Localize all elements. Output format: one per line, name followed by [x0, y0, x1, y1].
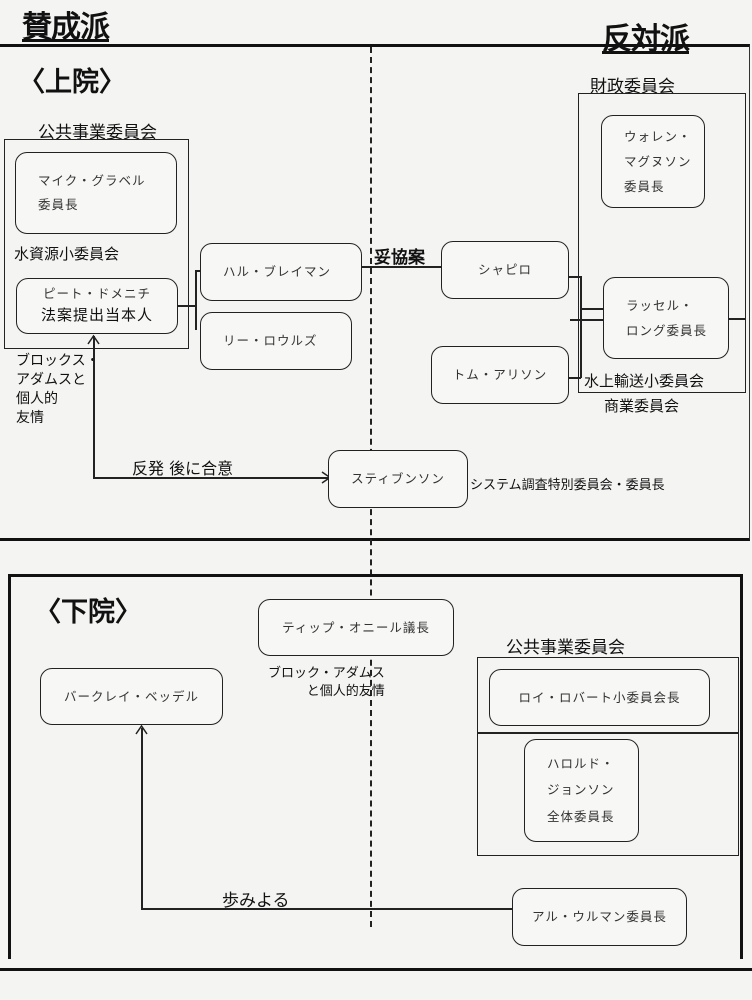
stevenson-role-note: システム調査特別委員会・委員長 [470, 478, 665, 493]
node-tom-allison[interactable]: トム・アリソン [431, 346, 569, 404]
connector-domenici-stevenson-vertical [93, 336, 95, 478]
node-warren-magnuson[interactable]: ウォレン・ マグヌソン 委員長 [601, 115, 705, 208]
water-transport-subcommittee-label: 水上輸送小委員会 [584, 372, 705, 390]
connector-to-long [570, 319, 604, 321]
node-stevenson[interactable]: スティブンソン [328, 450, 468, 508]
domenici-name: ピート・ドメニチ [42, 286, 151, 302]
node-hal-brayman[interactable]: ハル・ブレイマン [200, 243, 362, 301]
commerce-committee-label: 商業委員会 [604, 397, 680, 415]
senate-title: 〈上院〉 [18, 67, 126, 98]
node-lee-rawls[interactable]: リー・ロウルズ [200, 312, 352, 370]
house-title: 〈下院〉 [34, 597, 142, 628]
finance-committee-frame [578, 93, 746, 393]
connector-domenici-stevenson-horizontal [93, 477, 330, 479]
senate-public-works-committee-label: 公共事業委員会 [38, 123, 157, 143]
compromise-note: 妥協案 [374, 248, 425, 268]
house-public-works-committee-label: 公共事業委員会 [506, 638, 625, 658]
arrowhead-bedell [135, 724, 148, 735]
water-resources-subcommittee-label: 水資源小委員会 [14, 245, 120, 263]
connector-compromise [362, 266, 442, 268]
house-bottom-rule [0, 968, 752, 971]
node-al-ullman[interactable]: アル・ウルマン委員長 [512, 888, 687, 946]
house-frame [8, 574, 743, 959]
concession-note: 歩みよる [222, 891, 290, 911]
connector-shapiro-allison-vertical [580, 276, 582, 378]
node-barclay-bedell[interactable]: バークレイ・ベッデル [40, 668, 223, 725]
senate-public-works-committee-frame [4, 139, 189, 349]
oppose-side-label: 反対派 [602, 22, 690, 57]
brock-adams-friendship-note-senate: ブロックス・ アダムスと 個人的 友情 [16, 353, 100, 426]
brock-adams-friendship-note-house: ブロック・アダムス と個人的友情 [268, 666, 385, 700]
connector-allison-bracket [569, 377, 581, 379]
connector-bracket-brayman [195, 270, 201, 272]
node-harold-johnson[interactable]: ハロルド・ ジョンソン 全体委員長 [524, 739, 639, 842]
node-mike-gravel[interactable]: マイク・グラベル 委員長 [15, 152, 177, 234]
connector-ullman-bedell-horizontal [141, 908, 513, 910]
house-public-works-committee-frame [477, 657, 739, 856]
connector-long-right [729, 318, 746, 320]
node-tip-oneill[interactable]: ティップ・オニール議長 [258, 599, 454, 656]
support-side-label: 賛成派 [22, 10, 110, 45]
domenici-role: 法案提出当本人 [40, 306, 153, 325]
opposed-then-agreed-note: 反発 後に合意 [132, 459, 234, 478]
connector-shapiro-bracket [569, 276, 581, 278]
connector-domenici-bracket [178, 305, 195, 307]
arrowhead-domenici [87, 334, 100, 345]
finance-committee-label: 財政委員会 [590, 77, 675, 97]
connector-ullman-bedell-vertical [141, 728, 143, 909]
node-russell-long[interactable]: ラッセル・ ロング委員長 [603, 277, 729, 359]
node-shapiro[interactable]: シャピロ [441, 241, 569, 299]
senate-section [0, 44, 750, 541]
connector-long-left [580, 308, 603, 310]
connector-bracket-vertical [195, 270, 197, 330]
node-roy-roberts[interactable]: ロイ・ロバート小委員会長 [489, 669, 710, 726]
node-pete-domenici[interactable]: ピート・ドメニチ 法案提出当本人 [16, 278, 178, 334]
house-committee-divider [477, 732, 739, 734]
